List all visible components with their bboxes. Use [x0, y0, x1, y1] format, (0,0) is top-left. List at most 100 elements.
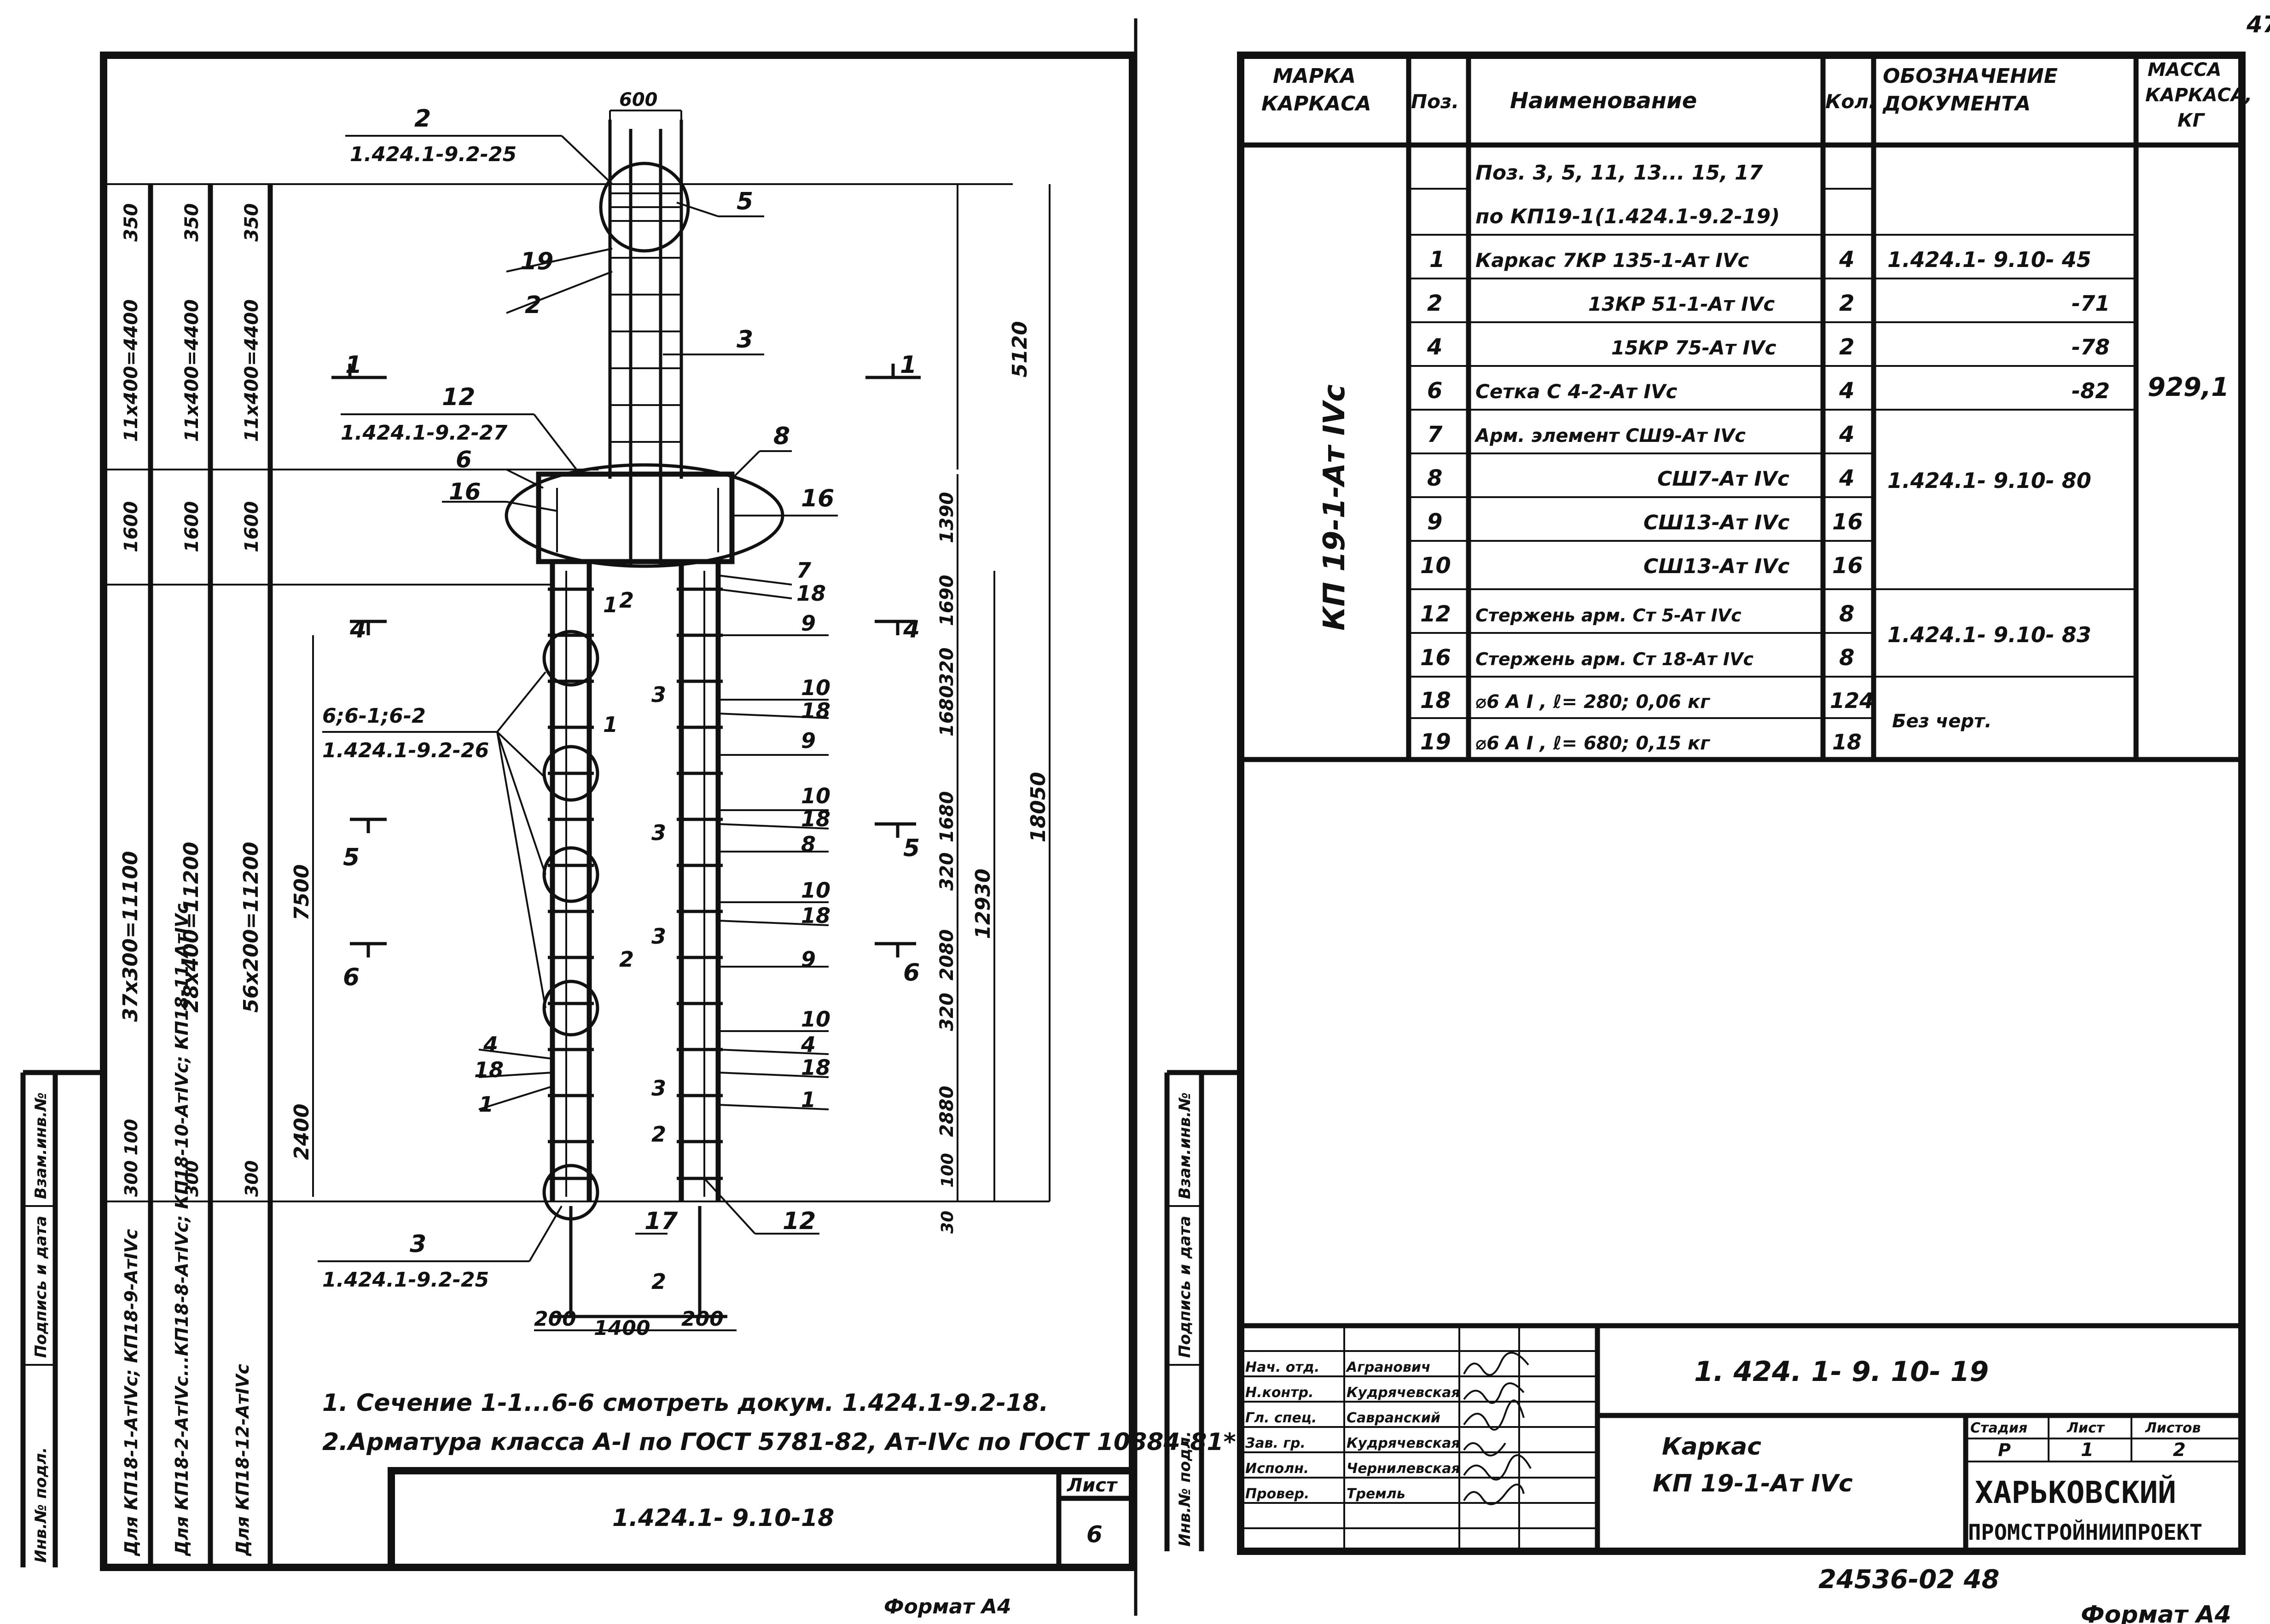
family-columns: Для КП18-1-АтIVс; КП18-9-АтIVс Для КП18-…	[104, 183, 1050, 1567]
row-2-name: 13КР 51-1-Ат IVс	[1588, 293, 1775, 315]
family-label-2: Для КП18-2-АтIVс...КП18-8-АтIVс; КП18-10…	[172, 903, 192, 1556]
row-11-pos: 18	[1420, 688, 1451, 713]
dim-right-30: 30	[938, 1211, 957, 1234]
right-sheet: Инв.№ подл. Подпись и дата Взам.инв.№	[1164, 52, 2252, 1624]
staff-name-1: Агранович	[1346, 1359, 1431, 1375]
hdr-name: Наименование	[1510, 88, 1697, 114]
callout-3-ref: 1.424.1-9.2-25	[322, 1268, 489, 1292]
dim-c3-11200: 56x200=11200	[239, 842, 263, 1013]
dim-c3-4400: 11x400=4400	[241, 299, 262, 442]
dim-right-320b: 320	[936, 853, 958, 891]
row-9-qty: 8	[1839, 601, 1854, 627]
dim-c2-300: 300	[182, 1160, 202, 1197]
row-6-pos: 8	[1427, 465, 1442, 491]
right-title-block: Нач. отд. Агранович Н.контр. Кудрячевска…	[1238, 1323, 2245, 1554]
right-doc-code: 1. 424. 1- 9. 10- 19	[1694, 1356, 1989, 1388]
row-11-name: ⌀6 А I , ℓ= 280; 0,06 кг	[1475, 691, 1710, 713]
callout-3-num: 3	[410, 1230, 426, 1258]
row-4-doc: -82	[2072, 378, 2110, 403]
staff-role-3: Гл. спец.	[1245, 1410, 1317, 1426]
row-1-qty: 4	[1839, 247, 1854, 273]
left-format: Формат А4	[884, 1595, 1011, 1618]
row-9-doc: 1.424.1- 9.10- 83	[1887, 622, 2091, 647]
staff-name-4: Кудрячевская	[1347, 1435, 1460, 1451]
hdr-mass-2: КАРКАСА,	[2145, 85, 2252, 106]
r-side-stamp-replaced: Взам.инв.№	[1176, 1092, 1194, 1199]
row-8-pos: 10	[1420, 553, 1451, 579]
row-5-name: Арм. элемент СШ9-Ат IVс	[1474, 425, 1746, 447]
row-5-pos: 7	[1427, 422, 1443, 447]
signatures	[1463, 1351, 1532, 1505]
family-label-1: Для КП18-1-АтIVс; КП18-9-АтIVс	[121, 1229, 141, 1556]
row-10-pos: 16	[1420, 645, 1451, 671]
dim-c3-350: 350	[241, 203, 262, 242]
hdr-mark-2: КАРКАСА	[1261, 92, 1371, 116]
sect-mark-4b: 4	[903, 616, 920, 644]
note-row-1: Поз. 3, 5, 11, 13... 15, 17	[1475, 161, 1763, 185]
hdr-mark-1: МАРКА	[1273, 64, 1356, 88]
left-sheet-no: 6	[1086, 1521, 1103, 1548]
pos-3: 3	[737, 326, 753, 354]
row-6-doc: 1.424.1- 9.10- 80	[1887, 468, 2091, 493]
pos-18-d: 18	[801, 903, 830, 928]
org-line-2: ПРОМСТРОЙНИИПРОЕКТ	[1968, 1520, 2202, 1545]
pos-2: 2	[525, 291, 541, 319]
left-title-block: 1.424.1- 9.10-18 Лист 6	[388, 1467, 1136, 1571]
pos-16-right: 16	[801, 485, 834, 512]
sect-mark-3a: 3	[651, 682, 666, 707]
left-sheet-label: Лист	[1067, 1475, 1118, 1496]
sheets-header: Листов	[2145, 1420, 2201, 1436]
dim-c1-11100: 37x300=11100	[119, 851, 142, 1022]
pos-6: 6	[456, 446, 472, 473]
staff-role-6: Провер.	[1245, 1486, 1309, 1502]
callout-6-num: 6;6-1;6-2	[322, 704, 426, 728]
staff-role-4: Зав. гр.	[1245, 1435, 1306, 1451]
staff-role-2: Н.контр.	[1245, 1385, 1313, 1401]
dim-c3-1600: 1600	[241, 501, 262, 552]
dim-c1-350: 350	[121, 203, 142, 242]
staff-name-2: Кудрячевская	[1347, 1385, 1460, 1401]
hdr-mass-3: КГ	[2177, 110, 2206, 131]
row-7-pos: 9	[1427, 509, 1442, 535]
dim-c2-350: 350	[181, 203, 203, 242]
dim-right-320a: 320	[936, 648, 958, 686]
dim-right-18050: 18050	[1027, 772, 1050, 842]
pos-5: 5	[737, 188, 753, 215]
staff-role-5: Исполн.	[1245, 1461, 1309, 1477]
head-box	[536, 471, 735, 564]
r-side-stamp-inv: Инв.№ подл.	[1176, 1431, 1194, 1547]
sheets-value: 2	[2173, 1439, 2186, 1461]
row-2-pos: 2	[1427, 290, 1442, 316]
row-8-qty: 16	[1832, 553, 1863, 579]
detail-circle-2	[542, 745, 599, 802]
pos-18-e: 18	[801, 1055, 830, 1080]
callout-2-num: 2	[414, 105, 431, 133]
sect-mark-2a: 2	[651, 1122, 666, 1147]
sect-mark-6b: 6	[903, 959, 920, 986]
cage-mass: 929,1	[2148, 372, 2229, 402]
dim-right-320c: 320	[936, 993, 958, 1032]
detail-circle-1	[542, 630, 599, 687]
pos-18-left: 18	[474, 1057, 504, 1082]
family-dimensions: 350 11x400=4400 1600 37x300=11100 100 30…	[119, 203, 263, 1197]
sect-mark-11d: 2	[619, 947, 634, 972]
row-12-pos: 19	[1420, 729, 1451, 755]
dim-bottom-200b: 200	[681, 1307, 724, 1331]
pos-16-left: 16	[449, 478, 481, 505]
row-4-qty: 4	[1839, 378, 1854, 404]
row-4-name: Сетка С 4-2-Ат IVс	[1475, 380, 1677, 403]
row-9-name: Стержень арм. Ст 5-Ат IVс	[1475, 605, 1742, 626]
side-stamp-signature: Подпись и дата	[32, 1216, 50, 1358]
pos-10-a: 10	[801, 675, 830, 700]
dim-bottom-200a: 200	[534, 1307, 576, 1331]
dim-c1-1600: 1600	[121, 501, 142, 552]
sect-mark-1b: 1	[900, 351, 917, 379]
sect-mark-3d: 3	[651, 1076, 666, 1101]
row-1-doc: 1.424.1- 9.10- 45	[1887, 247, 2091, 272]
pos-9-c: 9	[801, 947, 816, 972]
row-8-name: СШ13-Ат IVс	[1643, 555, 1790, 578]
side-stamp-replaced: Взам.инв.№	[32, 1092, 50, 1199]
note-1: 1. Сечение 1-1...6-6 смотреть докум. 1.4…	[322, 1389, 1048, 1417]
dim-right-1690: 1690	[936, 575, 958, 626]
